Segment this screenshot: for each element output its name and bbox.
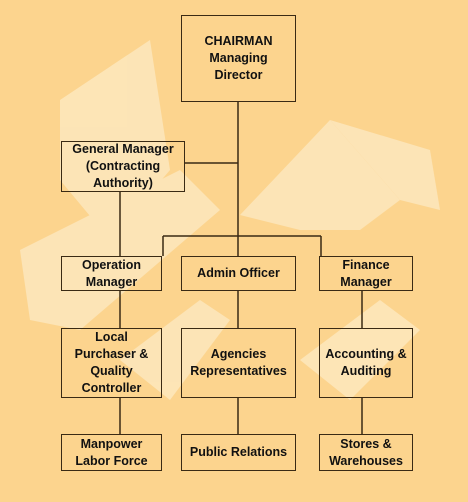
general-manager-line-2: (Contracting [85,159,161,173]
agencies-line-1: Agencies [210,347,267,361]
local-purchaser-box: Local Purchaser & Quality Controller [61,328,162,398]
admin-officer-box: Admin Officer [181,256,296,291]
local-purchaser-line-2: Purchaser & [74,347,149,361]
chairman-line-1: CHAIRMAN [204,34,273,48]
operation-manager-line-2: Manager [85,274,138,289]
public-relations-box: Public Relations [181,434,296,471]
local-purchaser-line-1: Local [95,330,128,344]
manpower-line-2: Labor Force [75,453,148,468]
stores-line-1: Stores & [340,436,392,451]
public-relations-line-1: Public Relations [189,445,288,459]
general-manager-box: General Manager (Contracting Authority) [61,141,185,192]
chairman-line-3: Director [214,68,263,82]
accounting-box: Accounting & Auditing [319,328,413,398]
admin-officer-line-1: Admin Officer [197,266,280,280]
finance-manager-box: Finance Manager [319,256,413,291]
chairman-line-2: Managing [209,51,268,65]
accounting-line-2: Auditing [340,364,392,378]
stores-box: Stores & Warehouses [319,434,413,471]
operation-manager-box: Operation Manager [61,256,162,291]
local-purchaser-line-4: Controller [81,381,142,395]
operation-manager-line-1: Operation [81,257,142,272]
agencies-box: Agencies Representatives [181,328,296,398]
chairman-box: CHAIRMAN Managing Director [181,15,296,102]
manpower-line-1: Manpower [80,436,143,451]
local-purchaser-line-3: Quality [90,364,133,378]
stores-line-2: Warehouses [329,453,403,468]
finance-manager-line-1: Finance [342,257,390,272]
manpower-box: Manpower Labor Force [61,434,162,471]
general-manager-line-3: Authority) [93,176,153,190]
finance-manager-line-2: Manager [340,274,392,289]
general-manager-line-1: General Manager [72,142,174,156]
agencies-line-2: Representatives [190,364,287,378]
accounting-line-1: Accounting & [325,347,407,361]
